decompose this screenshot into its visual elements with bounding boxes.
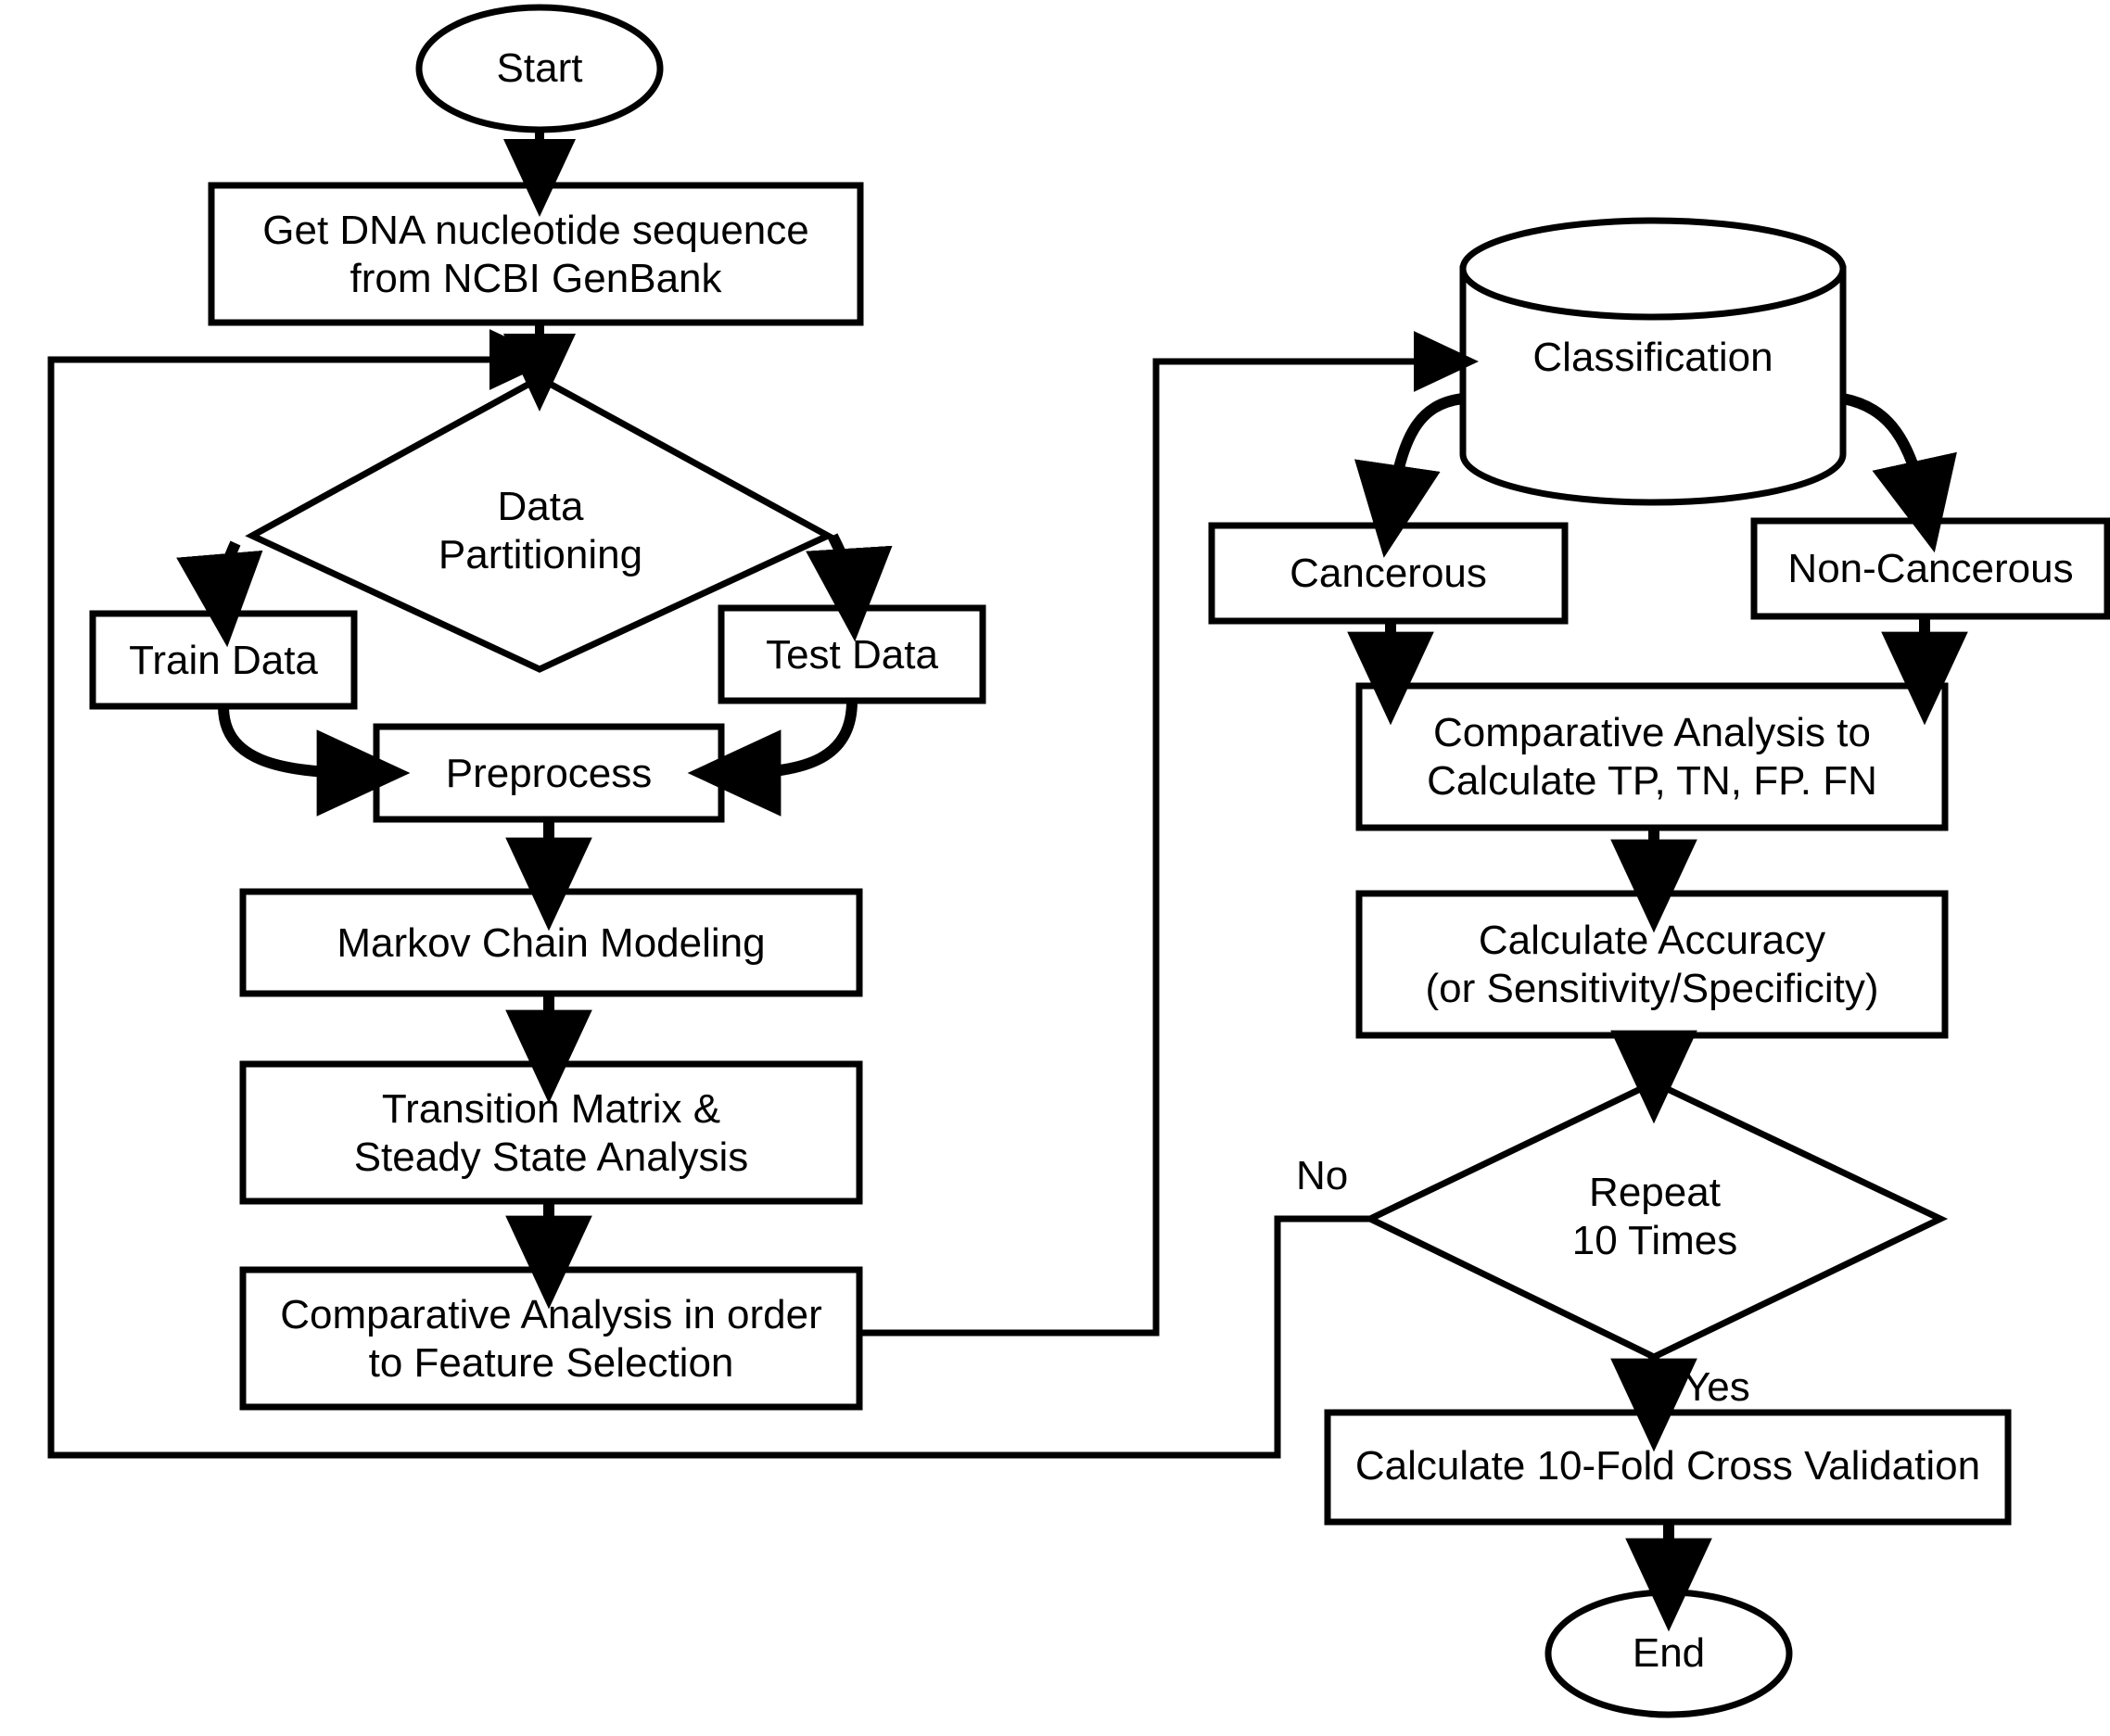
edge-train-to-preprocess — [218, 705, 411, 817]
shape-start — [415, 4, 664, 133]
shape-cancerous — [1208, 522, 1569, 625]
edge-partitioning-to-train — [176, 540, 263, 648]
edge-repeat-no-loop — [47, 329, 1370, 1459]
shape-non-cancerous — [1750, 517, 2110, 620]
edge-test-to-preprocess — [687, 700, 858, 817]
shape-train-data — [89, 610, 358, 710]
edge-classification-to-non-cancerous — [1841, 393, 1957, 553]
shape-end — [1544, 1589, 1793, 1718]
shape-comparative-tp-tn — [1355, 682, 1949, 831]
shape-calculate-accuracy — [1355, 890, 1949, 1039]
shape-markov-chain — [239, 888, 863, 997]
shape-test-data — [718, 604, 986, 704]
shape-data-partitioning — [245, 374, 835, 673]
shape-preprocess — [373, 723, 725, 823]
shape-feature-selection — [239, 1266, 863, 1411]
edge-feature-to-classification — [859, 331, 1479, 1337]
shape-get-dna — [208, 182, 864, 326]
shape-transition-matrix — [239, 1060, 863, 1205]
shape-classification — [1459, 217, 1847, 506]
edge-classification-to-cancerous — [1354, 393, 1464, 558]
edge-partitioning-to-test — [806, 533, 893, 642]
shape-repeat-10 — [1362, 1079, 1949, 1361]
shape-cross-validation — [1324, 1409, 2012, 1526]
